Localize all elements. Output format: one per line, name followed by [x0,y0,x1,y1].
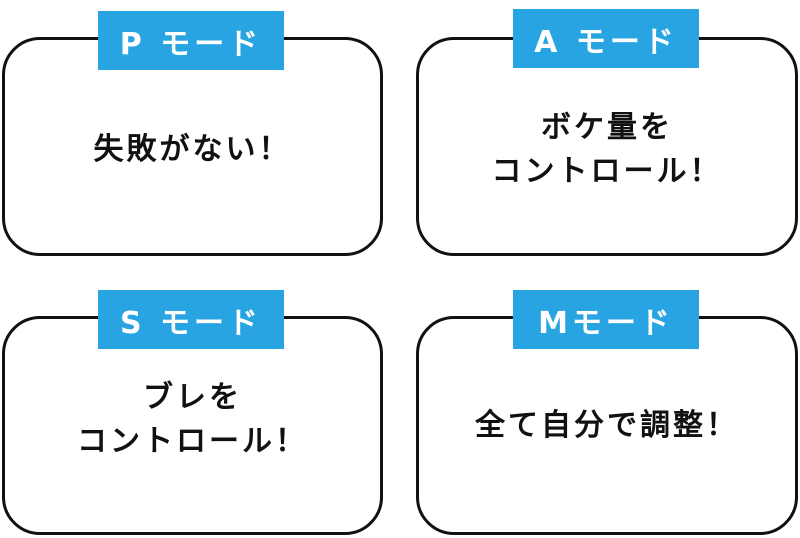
m-mode-label: Mモード [513,290,699,349]
s-mode-label: S モード [98,290,284,349]
s-mode-card [2,316,383,535]
m-mode-description: 全て自分で調整！ [416,356,798,496]
m-mode-description-line-1: 全て自分で調整！ [475,408,739,443]
s-mode-description-line-1: ブレを [143,380,242,415]
a-mode-description-line-2: コントロール！ [491,154,723,189]
s-mode-description-line-2: コントロール！ [77,424,308,459]
a-mode-card [416,37,798,256]
a-mode-description: ボケ量を コントロール！ [416,80,798,220]
m-mode-card [416,316,798,535]
a-mode-description-line-1: ボケ量を [541,110,673,145]
a-mode-label: A モード [513,9,699,68]
p-mode-description-line-1: 失敗がない！ [93,132,292,167]
p-mode-description: 失敗がない！ [2,80,383,220]
p-mode-label: P モード [98,11,284,70]
s-mode-description: ブレを コントロール！ [2,350,383,490]
